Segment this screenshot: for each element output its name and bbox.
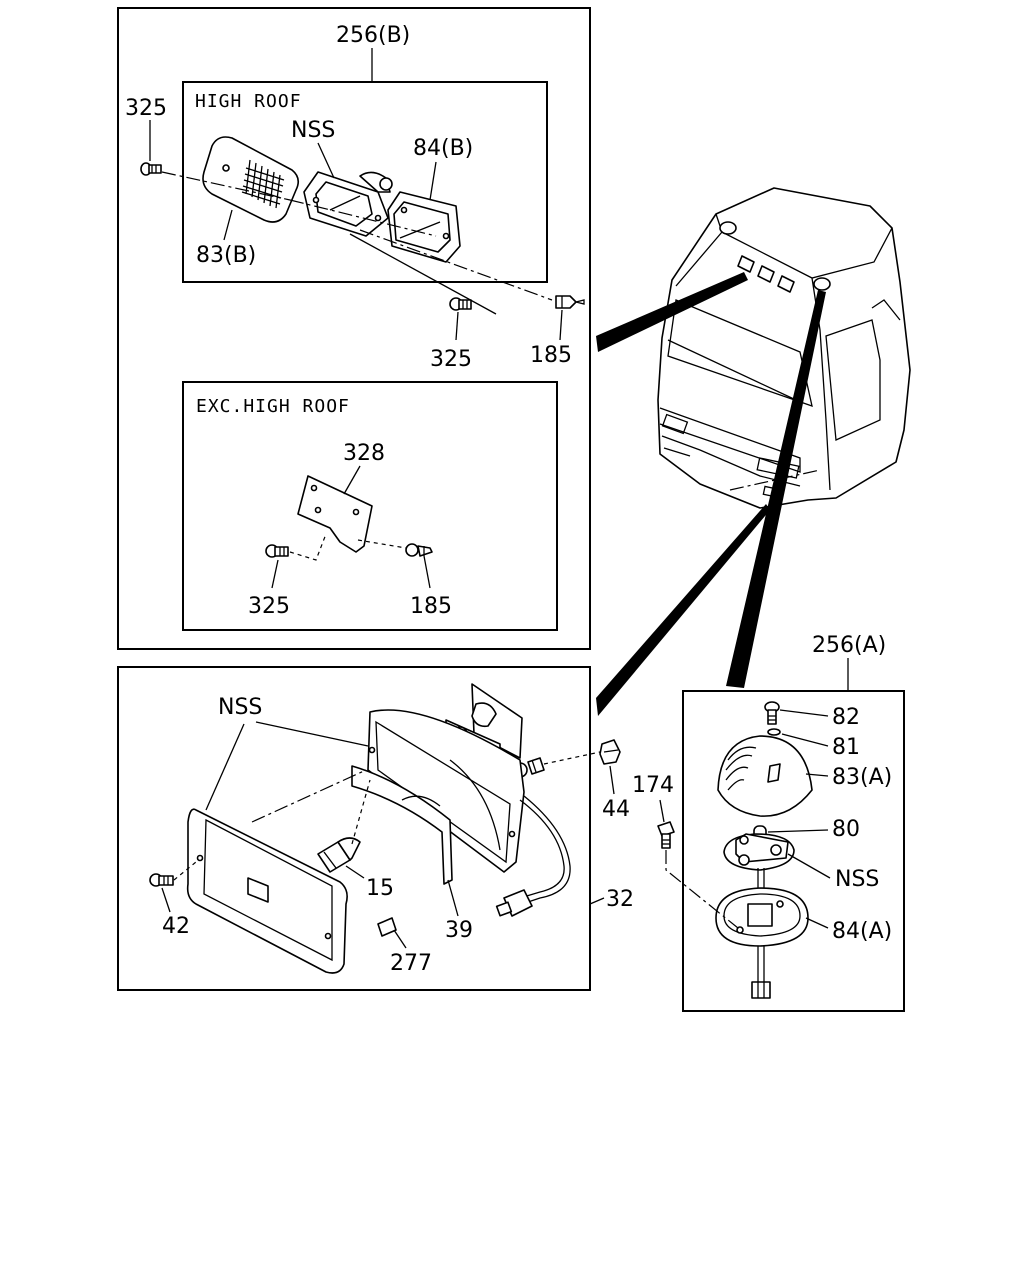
panel-roof-lamp-a: 256(A) 82 81 83(A): [682, 633, 905, 1012]
label-80: 80: [832, 817, 860, 842]
truck-cab: [657, 187, 911, 509]
high-roof-frame: [182, 81, 548, 283]
screw-42: [149, 873, 174, 887]
callout-wedge-fog: [596, 504, 770, 716]
fog-cover-39: [351, 765, 453, 885]
panel-roof-lamp-b: 256(B) HIGH ROOF 325: [117, 7, 591, 650]
label-325-exc: 325: [248, 594, 290, 619]
plate-328: [297, 475, 373, 553]
clip-185-top: [555, 295, 585, 309]
exc-high-roof-title: EXC.HIGH ROOF: [196, 396, 350, 417]
exc-high-roof-frame: [182, 381, 558, 631]
nss-housing-b: [303, 171, 393, 237]
label-185-exc: 185: [410, 594, 452, 619]
fog-bolt: [527, 757, 545, 775]
label-277: 277: [390, 951, 432, 976]
label-84a: 84(A): [832, 919, 892, 944]
base-84a: [715, 887, 809, 947]
label-nss-fog: NSS: [218, 695, 262, 720]
label-82: 82: [832, 705, 860, 730]
nut-44: [599, 739, 621, 765]
lens-83b: [202, 136, 300, 223]
panel-b-frame: [117, 7, 591, 650]
label-83b: 83(B): [196, 243, 256, 268]
fog-lens-front: [186, 808, 348, 974]
panel-fog-lamp: 39 NSS 42: [117, 666, 601, 991]
label-328: 328: [343, 441, 385, 466]
label-42: 42: [162, 914, 190, 939]
label-nss-b: NSS: [291, 118, 335, 143]
callout-wedge-b: [596, 272, 748, 352]
label-83a: 83(A): [832, 765, 892, 790]
lens-83a: [717, 735, 813, 817]
label-44: 44: [602, 797, 630, 822]
screw-82: [764, 701, 780, 725]
panel-fog-frame: [117, 666, 591, 991]
fog-connector: [495, 889, 533, 917]
screw-174: [657, 821, 675, 849]
label-185-top: 185: [530, 343, 572, 368]
washer-81: [767, 728, 781, 736]
label-15: 15: [366, 876, 394, 901]
ref-256b: 256(B): [336, 23, 410, 48]
exc-high-roof-box: EXC.HIGH ROOF 328 325: [182, 381, 558, 631]
socket-nss-a: [723, 833, 795, 871]
connector-a: [751, 981, 771, 999]
label-39: 39: [445, 918, 473, 943]
ref-32: 32: [606, 887, 634, 912]
callout-wedge-a: [726, 290, 826, 688]
bracket-84b: [387, 191, 461, 263]
label-nss-a: NSS: [835, 867, 879, 892]
label-174: 174: [632, 773, 674, 798]
label-81: 81: [832, 735, 860, 760]
panel-a-frame: [682, 690, 905, 1012]
screw-325-exc: [265, 544, 289, 558]
screw-325-top: [140, 162, 162, 176]
screw-325-mid: [449, 297, 472, 311]
high-roof-box: HIGH ROOF 325: [125, 81, 553, 301]
bulb-15: [317, 837, 361, 873]
clip-185-exc: [405, 543, 433, 557]
pad-277: [377, 917, 397, 937]
fog-housing: [367, 709, 525, 873]
ref-256a: 256(A): [812, 633, 886, 658]
label-84b: 84(B): [413, 136, 473, 161]
high-roof-title: HIGH ROOF: [195, 91, 302, 112]
label-325-top: 325: [125, 96, 167, 121]
label-325-mid: 325: [430, 347, 472, 372]
